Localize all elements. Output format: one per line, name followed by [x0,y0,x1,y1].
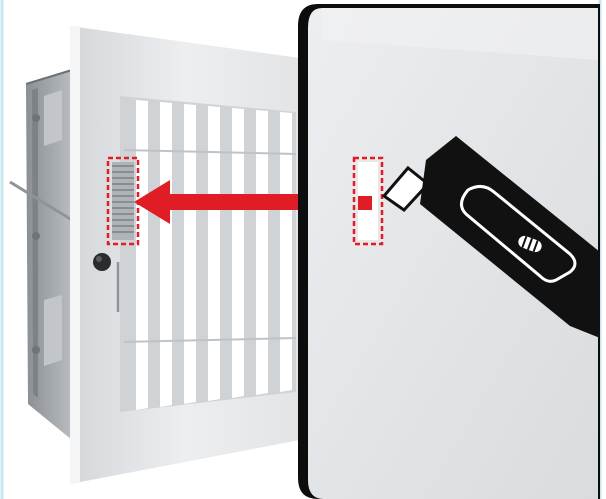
spring-clip [112,162,134,240]
mounting-bracket [26,70,72,440]
vent-slot [160,102,172,407]
vent-slot [208,106,220,401]
vent-slot [232,108,244,398]
cutout-mark [358,162,378,240]
vent-slot [184,104,196,404]
vent-slot [136,100,148,410]
